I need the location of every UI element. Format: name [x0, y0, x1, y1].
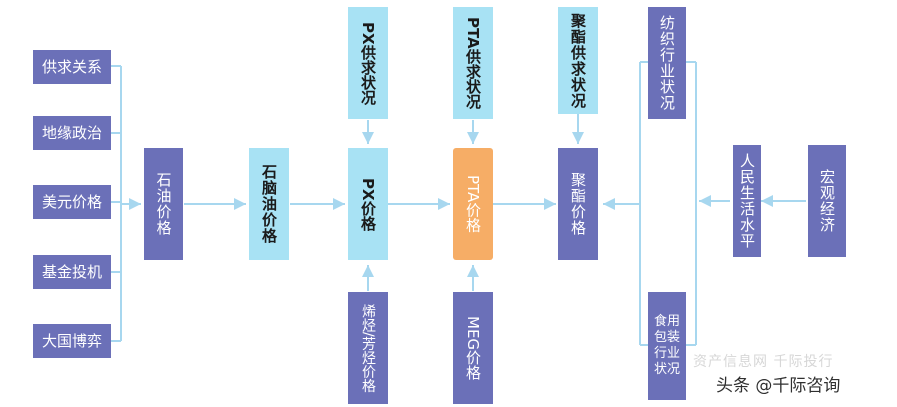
node-label: 聚酯供求状况: [569, 12, 587, 109]
factor-supply-demand: 供求关系: [33, 50, 111, 84]
node-label: 食用包装行业状况: [653, 314, 680, 377]
source-credit: 头条 @千际咨询: [716, 376, 841, 396]
factor-fund-speculation: 基金投机: [33, 255, 111, 289]
factor-label: 供求关系: [41, 58, 102, 76]
node-macro-economy: 宏观经济: [808, 145, 846, 257]
node-label: 烯烃/芳烃价格: [360, 303, 376, 393]
node-label: PX价格: [359, 177, 377, 231]
factor-great-power-game: 大国博弈: [33, 324, 111, 358]
factor-usd-price: 美元价格: [33, 185, 111, 219]
node-px-price: PX价格: [348, 148, 388, 260]
node-px-supply: PX供求状况: [348, 7, 388, 119]
node-crude-oil-price: 石油价格: [144, 148, 183, 260]
node-olefin-aromatic-price: 烯烃/芳烃价格: [348, 292, 388, 404]
node-pta-price: PTA价格: [453, 148, 493, 260]
watermark-text: 资产信息网 千际投行: [693, 354, 834, 370]
node-textile-industry: 纺织行业状况: [648, 7, 686, 119]
factor-label: 地缘政治: [41, 124, 102, 142]
factor-label: 大国博弈: [41, 332, 102, 350]
node-meg-price: MEG价格: [453, 292, 493, 404]
node-label: 纺织行业状况: [658, 15, 676, 111]
node-pta-supply: PTA供求状况: [453, 7, 493, 119]
node-label: 宏观经济: [818, 169, 836, 233]
node-label: MEG价格: [464, 315, 482, 381]
factor-label: 美元价格: [41, 193, 102, 211]
factor-label: 基金投机: [41, 263, 102, 281]
node-label: 聚酯价格: [569, 172, 587, 236]
node-label: 人民生活水平: [738, 153, 756, 249]
node-label: PX供求状况: [359, 21, 377, 105]
node-label: PTA供求状况: [464, 17, 482, 109]
node-living-standard: 人民生活水平: [733, 145, 761, 257]
node-label: PTA价格: [464, 175, 482, 233]
node-label: 石脑油价格: [260, 164, 278, 244]
factor-geopolitics: 地缘政治: [33, 116, 111, 150]
node-polyester-price: 聚酯价格: [558, 148, 598, 260]
node-naphtha-price: 石脑油价格: [249, 148, 289, 260]
node-polyester-supply: 聚酯供求状况: [558, 7, 598, 114]
node-food-packaging-industry: 食用包装行业状况: [648, 292, 686, 400]
node-label: 石油价格: [154, 172, 173, 236]
